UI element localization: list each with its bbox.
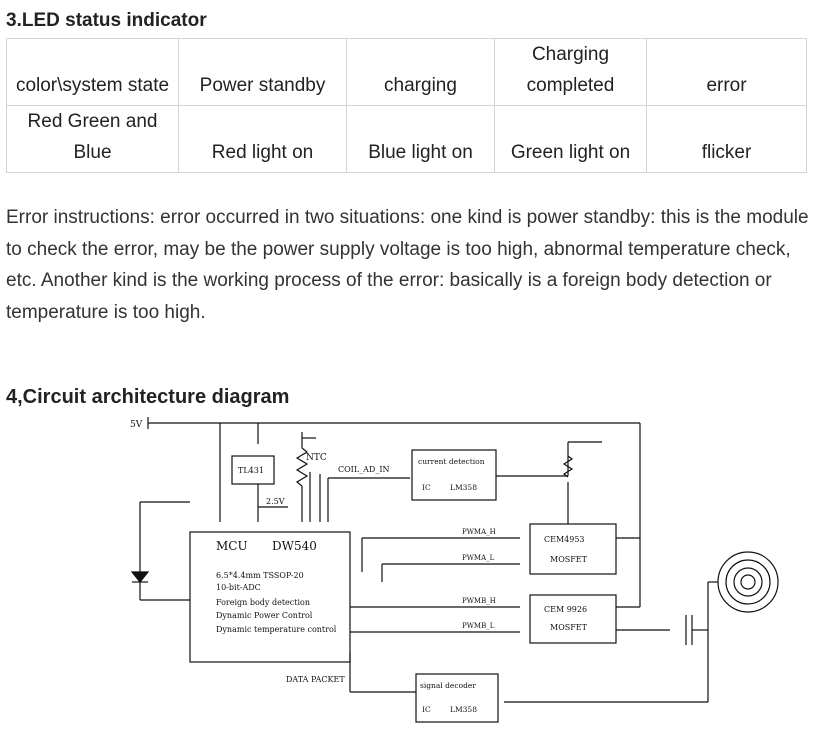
mcu-line: 6.5*4.4mm TSSOP-20 [216,571,304,580]
mosfet-1-type: MOSFET [550,555,588,564]
table-header-cell: charging [346,38,495,106]
mcu-part: DW540 [272,539,317,553]
tl431-label: TL431 [238,466,264,475]
ntc-label: NTC [306,453,327,463]
table-cell: Red light on [178,105,347,173]
section-title-led-status: 3.LED status indicator [6,10,207,31]
circuit-wires [130,417,779,723]
v25-label: 2.5V [266,497,285,506]
mcu-line: 10-bit-ADC [216,583,261,592]
table-cell: Red Green and Blue [6,105,179,173]
pwm-label: PWMB_H [462,597,496,605]
mosfet-1-label: CEM4953 [544,535,585,544]
current-detection-ic: IC [422,483,431,492]
table-cell: Green light on [494,105,647,173]
mosfet-2-label: CEM 9926 [544,605,587,614]
mcu-line: Dynamic Power Control [216,611,313,620]
current-detection-label: current detection [418,457,485,466]
table-header-cell: Charging completed [494,38,647,106]
error-instructions-paragraph: Error instructions: error occurred in tw… [6,207,809,323]
mcu-line: Dynamic temperature control [216,625,337,634]
supply-label: 5V [130,420,143,430]
signal-decoder-label: signal decoder [420,681,476,690]
mcu-label: MCU [216,539,248,553]
pwm-label: PWMA_H [462,528,496,536]
led-status-table: color\system state Power standby chargin… [6,38,807,173]
table-header-cell: Power standby [178,38,347,106]
table-cell: flicker [646,105,807,173]
pwm-label: PWMB_L [462,622,495,630]
signal-decoder-part: LM358 [450,705,477,714]
current-detection-part: LM358 [450,483,477,492]
table-header-cell: color\system state [6,38,179,106]
table-cell: Blue light on [346,105,495,173]
section-title-circuit-diagram: 4,Circuit architecture diagram [6,386,290,408]
data-packet-label: DATA PACKET [286,675,345,684]
circuit-architecture-diagram: 5V NTC TL431 2.5V COIL_AD_IN current det… [130,417,779,723]
coil-ad-label: COIL_AD_IN [338,465,390,474]
mosfet-2-type: MOSFET [550,623,588,632]
pwm-label: PWMA_L [462,554,495,562]
table-row: Red Green and Blue Red light on Blue lig… [6,105,807,173]
table-header-row: color\system state Power standby chargin… [6,38,807,106]
mcu-line: Foreign body detection [216,598,310,607]
signal-decoder-ic: IC [422,705,431,714]
table-header-cell: error [646,38,807,106]
